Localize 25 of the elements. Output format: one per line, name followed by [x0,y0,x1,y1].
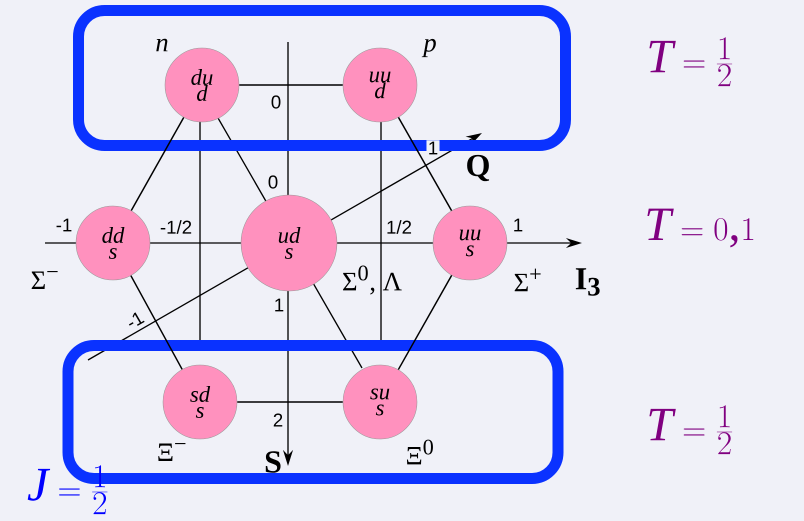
particle-label: Ξ$^{−}$ [158,443,186,461]
formula: $J = \frac{1}{2}$ [28,465,108,514]
particle-label: Σ$^{+}$ [514,268,541,292]
tick-label: 0 [272,95,280,109]
particle-label: Σ$^{0}$, Λ [343,266,402,294]
particle-label: Ξ$^{0}$ [406,440,433,464]
tick-label: 2 [274,413,282,426]
formula: $T = \frac{1}{2}$ [649,37,732,86]
connector-line [130,117,184,211]
connector-line [239,84,343,86]
particle-label: Σ$^{−}$ [32,271,58,289]
formula: $T = \frac{1}{2}$ [649,405,732,454]
axis-label: S [266,451,281,473]
connector-line [398,117,452,211]
connector-line [130,275,183,370]
connector-line [398,275,452,370]
connector-line [237,401,343,403]
tick-label: 1 [426,140,440,156]
axis-label: I$_{3}$ [576,268,600,296]
axis-label: Q [467,154,490,182]
formula: $T = 0{,}1$ [647,208,754,248]
tick-label: 1/2 [387,220,412,234]
tick-label: -1/2 [160,220,192,234]
particle-label: p [422,38,436,58]
tick-label: -1 [128,312,145,326]
